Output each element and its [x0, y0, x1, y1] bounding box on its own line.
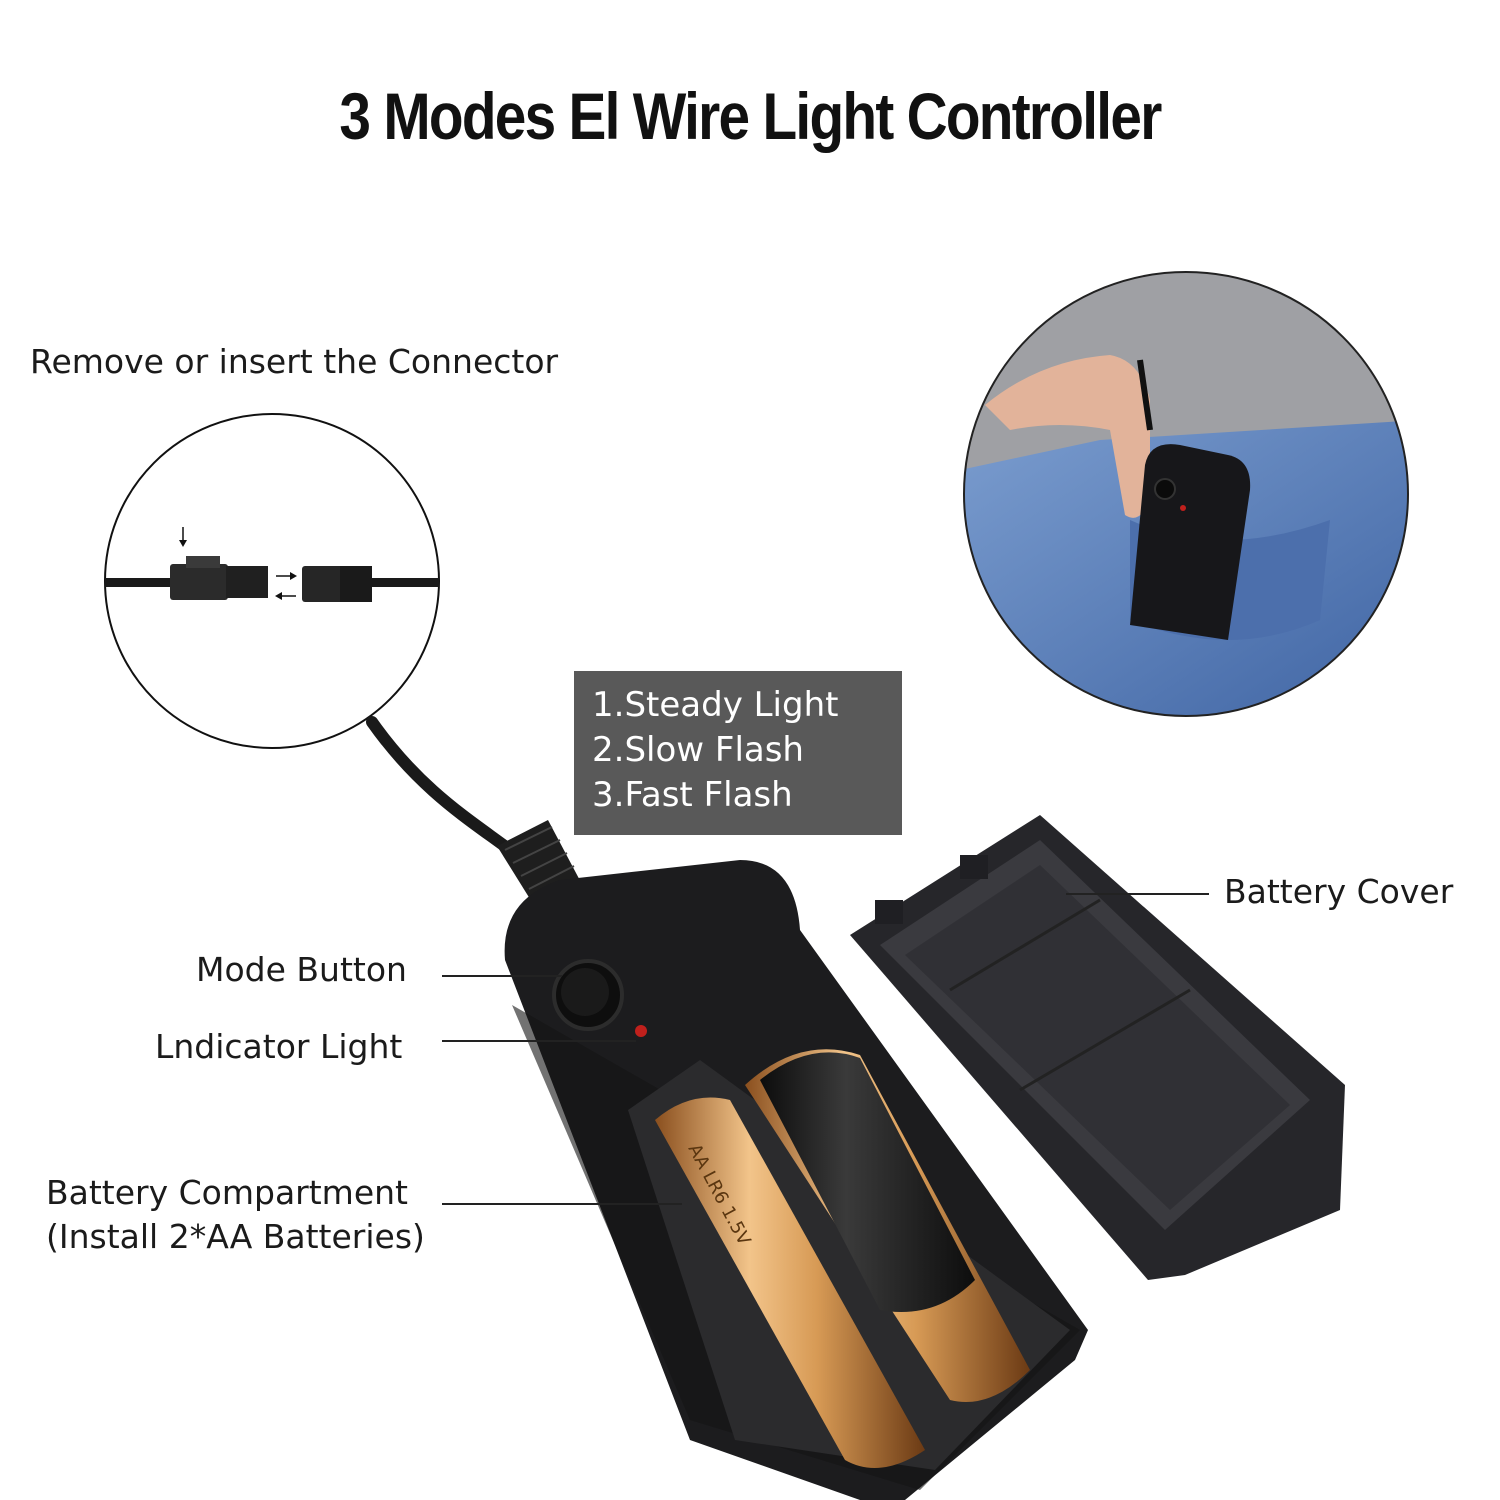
mode-item: 1.Steady Light — [592, 685, 839, 725]
indicator-light-label: Lndicator Light — [155, 1027, 403, 1066]
battery-left — [655, 1097, 925, 1468]
battery-cover-leader — [1066, 893, 1209, 895]
arrow-right-icon — [276, 572, 297, 580]
battery-right — [745, 1049, 1030, 1402]
battery-cover — [850, 815, 1345, 1280]
battery-compartment-leader — [442, 1203, 682, 1205]
connector-caption: Remove or insert the Connector — [30, 342, 559, 381]
mode-button-leader — [442, 975, 562, 977]
indicator-light-icon — [635, 1025, 647, 1037]
arrow-left-icon — [275, 592, 296, 600]
page-title: 3 Modes El Wire Light Controller — [339, 79, 1162, 153]
mode-button-label: Mode Button — [196, 950, 407, 989]
connector-zoom-icon — [104, 413, 440, 749]
modes-list-box: 1.Steady Light 2.Slow Flash 3.Fast Flash — [574, 671, 902, 835]
indicator-light-leader — [442, 1040, 636, 1042]
mode-item: 3.Fast Flash — [592, 775, 793, 815]
arrow-down-icon — [179, 527, 187, 547]
pocket-usage-photo — [963, 271, 1409, 717]
mode-item: 2.Slow Flash — [592, 730, 804, 770]
battery-compartment-note: (Install 2*AA Batteries) — [46, 1217, 425, 1256]
battery-compartment-label: Battery Compartment — [46, 1173, 408, 1212]
mode-button-icon — [552, 959, 624, 1031]
battery-cover-label: Battery Cover — [1224, 872, 1454, 911]
